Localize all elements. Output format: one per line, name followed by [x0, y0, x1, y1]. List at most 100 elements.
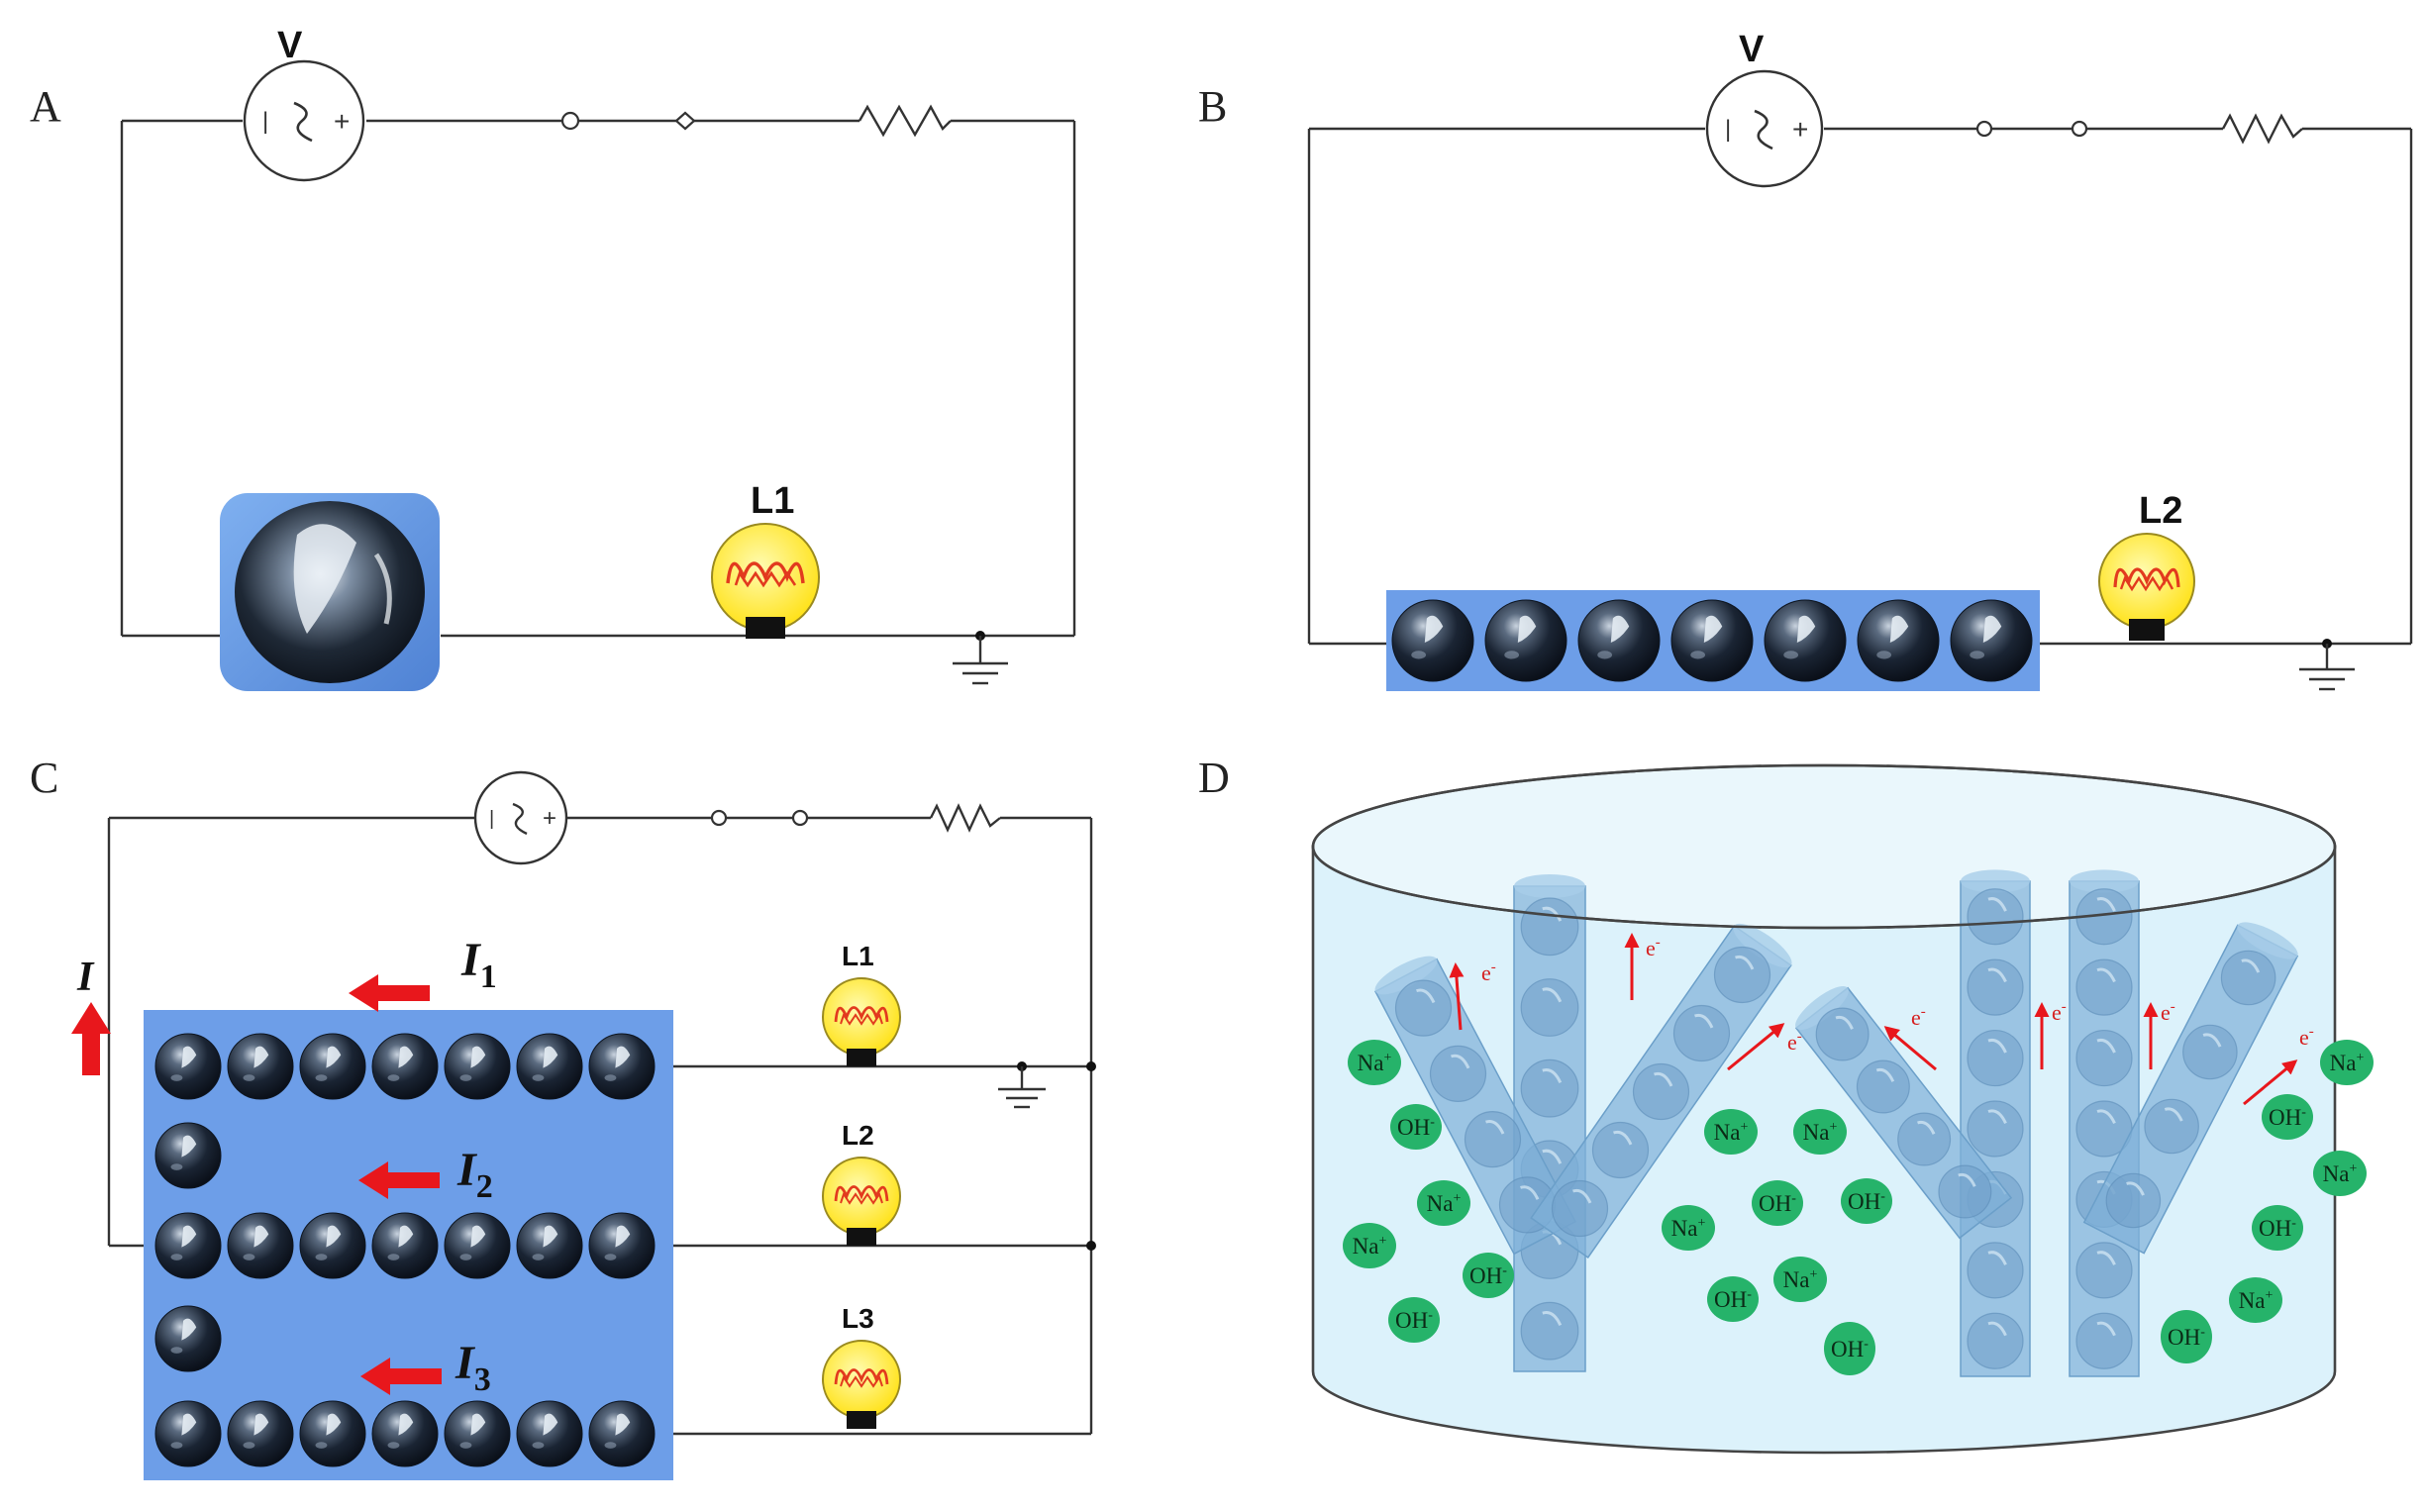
electron-label: e- — [2052, 999, 2067, 1025]
panel-c-droplet-grid — [154, 1033, 656, 1467]
droplet — [154, 1212, 222, 1279]
panel-b-lamp — [2098, 533, 2195, 641]
droplet — [227, 1212, 294, 1279]
electron-arrow — [2243, 1059, 2298, 1106]
droplet — [1764, 599, 1847, 682]
electron-label: e- — [1787, 1029, 1802, 1055]
droplet — [444, 1033, 511, 1100]
panel-a-switch — [560, 111, 696, 131]
panel-a: | + V L1 — [120, 25, 1076, 691]
hydroxide-ion: OH- — [1752, 1180, 1803, 1226]
sodium-ion: Na+ — [2229, 1277, 2282, 1323]
panel-b: | + V L2 — [1307, 29, 2413, 691]
sodium-ion: Na+ — [1704, 1109, 1758, 1155]
hydroxide-ion: OH- — [1841, 1178, 1892, 1224]
lamp-3 — [822, 1340, 901, 1429]
droplet — [1484, 599, 1567, 682]
svg-text:Na+: Na+ — [1427, 1191, 1462, 1216]
panel-a-lamp-label: L1 — [751, 480, 794, 522]
sodium-ion: Na+ — [1662, 1205, 1715, 1251]
total-current-label: I — [76, 955, 95, 1000]
svg-text:Na+: Na+ — [2323, 1161, 2358, 1186]
svg-text:OH-: OH- — [1397, 1115, 1435, 1140]
current-arrow-2 — [358, 1161, 440, 1199]
panel-d-ions: Na+ OH- Na+ Na+ OH- OH- Na+ Na+ OH- OH- Na+ OH- Na+ O… — [1343, 1040, 2374, 1375]
electron-label: e- — [1911, 1004, 1926, 1030]
hydroxide-ion: OH- — [1824, 1322, 1875, 1375]
droplet — [444, 1212, 511, 1279]
svg-text:Na+: Na+ — [1671, 1216, 1706, 1241]
hydroxide-ion: OH- — [1390, 1104, 1442, 1150]
sodium-ion: Na+ — [1793, 1109, 1847, 1155]
electron-arrow — [1883, 1026, 1937, 1071]
hydroxide-ion: OH- — [1707, 1276, 1759, 1322]
panel-b-resistor — [2221, 113, 2303, 145]
svg-text:Na+: Na+ — [1783, 1267, 1818, 1292]
panel-letter-b: B — [1198, 82, 1227, 131]
lamp-label-2: L2 — [842, 1120, 874, 1151]
lamp-2 — [822, 1157, 901, 1246]
hydroxide-ion: OH- — [2161, 1310, 2212, 1363]
droplet — [371, 1033, 439, 1100]
panel-letter-a: A — [30, 82, 61, 131]
droplet — [227, 1033, 294, 1100]
svg-text:Na+: Na+ — [1714, 1120, 1749, 1145]
svg-text:OH-: OH- — [1831, 1337, 1869, 1361]
droplet — [154, 1400, 222, 1467]
droplet — [1577, 599, 1661, 682]
panel-letter-c: C — [30, 754, 58, 802]
svg-text:|: | — [489, 808, 494, 830]
droplet — [227, 1400, 294, 1467]
panel-c-ground — [998, 1061, 1046, 1109]
lamp-label-3: L3 — [842, 1303, 874, 1334]
panel-b-ground — [2299, 639, 2355, 691]
panel-b-source-label: V — [1739, 29, 1765, 70]
current-label-2: I2 — [456, 1144, 493, 1205]
droplet — [1670, 599, 1754, 682]
hydroxide-ion: OH- — [1463, 1253, 1514, 1298]
droplet — [444, 1400, 511, 1467]
channel-branch-left-b — [1530, 923, 1792, 1260]
electron-label: e- — [1646, 935, 1661, 960]
svg-text:+: + — [543, 805, 556, 832]
droplet — [154, 1033, 222, 1100]
svg-text:OH-: OH- — [1469, 1263, 1507, 1288]
electron-label: e- — [2161, 999, 2175, 1025]
panel-c: | + I I1 — [71, 770, 1096, 1480]
panel-c-voltage-source: | + — [473, 770, 568, 865]
channel-trunk-mid — [1960, 869, 2031, 1377]
droplet — [1857, 599, 1940, 682]
droplet — [371, 1400, 439, 1467]
panel-a-lamp — [711, 523, 820, 639]
panel-b-switch — [1975, 120, 2088, 138]
channel-trunk-right — [2069, 869, 2140, 1377]
panel-b-droplet-row — [1386, 590, 2040, 691]
droplet — [588, 1212, 656, 1279]
svg-text:+: + — [1792, 114, 1808, 145]
svg-text:Na+: Na+ — [2330, 1051, 2365, 1075]
sodium-ion: Na+ — [2320, 1040, 2374, 1085]
svg-text:OH-: OH- — [1848, 1189, 1885, 1214]
hydroxide-ion: OH- — [2262, 1094, 2313, 1140]
current-label-3: I3 — [455, 1337, 491, 1398]
electron-label: e- — [1481, 959, 1496, 985]
droplet — [299, 1212, 366, 1279]
svg-text:OH-: OH- — [1714, 1287, 1752, 1312]
hydroxide-ion: OH- — [2252, 1205, 2303, 1251]
droplet — [588, 1033, 656, 1100]
droplet — [516, 1212, 583, 1279]
panel-a-ground — [953, 631, 1008, 685]
panel-a-resistor — [858, 104, 952, 138]
svg-text:+: + — [334, 106, 350, 137]
panel-letter-d: D — [1198, 754, 1230, 802]
svg-text:Na+: Na+ — [1353, 1234, 1387, 1259]
panel-d-channels — [1374, 869, 2299, 1377]
droplet — [154, 1122, 222, 1189]
droplet — [516, 1033, 583, 1100]
panel-d: e-e-e-e-e-e-e- Na+OH-Na+Na+OH-OH-Na+Na+O… — [1311, 763, 2374, 1455]
svg-text:OH-: OH- — [2269, 1105, 2306, 1130]
svg-text:Na+: Na+ — [1358, 1051, 1392, 1075]
